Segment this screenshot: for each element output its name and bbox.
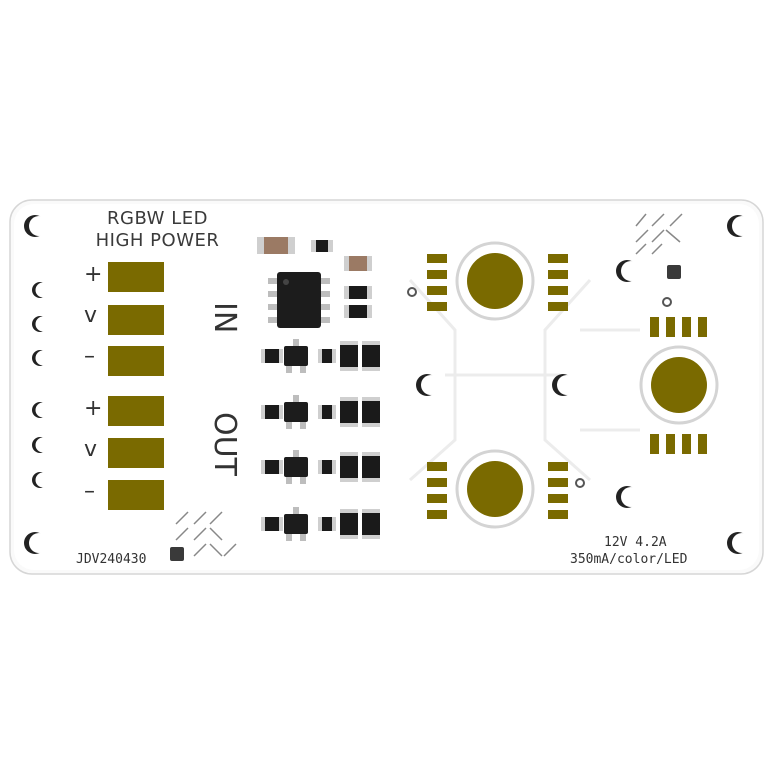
spec-voltage-current: 12V 4.2A [604,535,667,550]
sot23-transistor [284,402,308,422]
connector-pads [108,262,164,510]
title-line-1: RGBW LED [107,208,208,229]
pin-hole-5 [32,437,51,453]
hole-led-bottom-right [616,486,641,508]
out-label: OUT [207,412,242,476]
pin-label-in-v: v [84,303,98,328]
sense-resistor [340,509,358,539]
driver-channels [261,339,380,541]
smd-resistor [261,517,283,531]
soic8-controller-chip [268,272,330,328]
board-id-code: JDV240430 [76,552,147,567]
in-label: IN [207,302,242,334]
smd-resistor [318,349,336,363]
ceramic-capacitor [257,237,295,254]
silkscreen-hatch-top [635,213,683,255]
ceramic-capacitor-2 [344,256,372,271]
test-point [662,297,672,307]
pin-label-in-plus: + [84,262,103,287]
test-point [407,287,417,297]
title-line-2: HIGH POWER [95,230,220,251]
sot23-transistor [284,346,308,366]
corner-hole-bottom-right [727,532,752,554]
smd-resistor [318,460,336,474]
hole-led-top-right [616,260,641,282]
driver-channel-2 [261,395,380,429]
pin-hole-4 [32,402,51,418]
hole-center-right [552,374,577,396]
pcb-surface [14,204,759,570]
pad-in-v [108,305,164,335]
driver-channel-1 [261,339,380,373]
pin-label-out-minus: – [84,479,95,504]
pad-out-v [108,438,164,468]
smd-resistor-3 [344,305,372,318]
pad-out-plus [108,396,164,426]
led-right [639,317,719,454]
sense-resistor [362,509,380,539]
mounting-holes [24,215,752,554]
smd-resistor [318,517,336,531]
driver-channel-4 [261,507,380,541]
pin-label-in-minus: – [84,344,95,369]
sense-resistor [340,452,358,482]
sense-resistor [340,397,358,427]
pin-label-out-plus: + [84,396,103,421]
spec-led-current: 350mA/color/LED [570,552,688,567]
test-point [575,478,585,488]
pin-hole-1 [32,282,51,298]
pad-in-minus [108,346,164,376]
sot23-transistor [284,457,308,477]
pad-out-minus [108,480,164,510]
corner-hole-top-left [24,215,49,237]
pin-hole-6 [32,472,51,488]
sense-resistor [362,397,380,427]
led-top-left [427,241,568,321]
corner-hole-bottom-left [24,532,49,554]
sense-resistor [362,341,380,371]
pin-label-out-v: v [84,437,98,462]
smd-resistor [261,460,283,474]
smd-resistor-2 [344,286,372,299]
led-bottom-left [427,449,568,529]
sense-resistor [340,341,358,371]
hole-center-left [416,374,441,396]
corner-hole-top-right [727,215,752,237]
smd-resistor [261,405,283,419]
fiducial-sensor [170,547,184,561]
pin-hole-2 [32,316,51,332]
sot23-transistor [284,514,308,534]
driver-channel-3 [261,450,380,484]
fiducial-sensor [667,265,681,279]
smd-resistor [318,405,336,419]
pin-hole-3 [32,350,51,366]
sense-resistor [362,452,380,482]
smd-resistor-top [311,240,333,252]
pad-in-plus [108,262,164,292]
top-passives [257,237,372,318]
smd-resistor [261,349,283,363]
silkscreen-hatch-bottom [175,511,237,557]
